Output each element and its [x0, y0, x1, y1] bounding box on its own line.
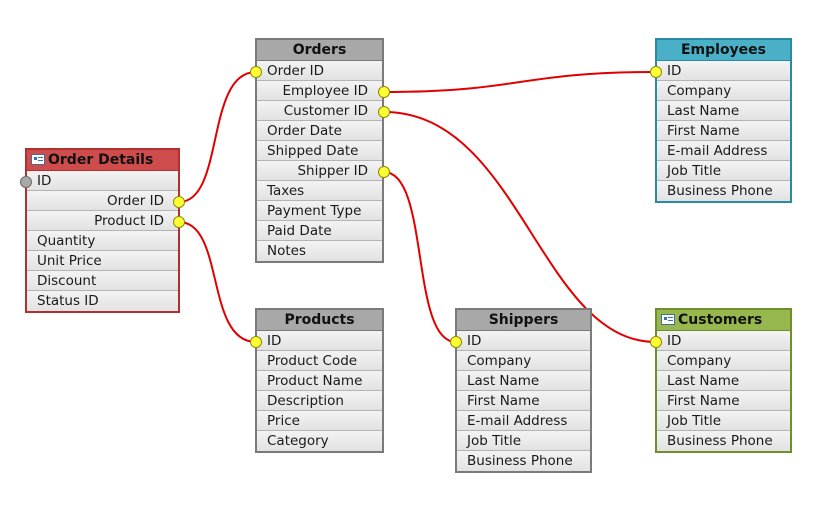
link-order-details-products[interactable] [178, 221, 257, 343]
link-orders-shippers[interactable] [383, 171, 457, 343]
link-orders-employees[interactable] [383, 71, 657, 93]
table-customers[interactable]: Customers ID Company Last Name First Nam… [655, 308, 792, 453]
field-row[interactable]: ID [657, 61, 790, 81]
table-order-details[interactable]: Order Details ID Order ID Product ID Qua… [25, 148, 180, 313]
table-header[interactable]: Order Details [27, 150, 178, 171]
table-title: Orders [292, 42, 347, 58]
field-row[interactable]: Business Phone [457, 451, 590, 471]
table-header[interactable]: Products [257, 310, 382, 331]
connector-employees-id[interactable] [650, 66, 662, 78]
field-row[interactable]: Order ID [27, 191, 178, 211]
field-row[interactable]: Product ID [27, 211, 178, 231]
connector-order-details-product-id[interactable] [173, 216, 185, 228]
field-row[interactable]: Discount [27, 271, 178, 291]
connector-orders-shipper-id[interactable] [378, 166, 390, 178]
field-row[interactable]: Job Title [657, 411, 790, 431]
field-row[interactable]: Job Title [657, 161, 790, 181]
field-row[interactable]: Paid Date [257, 221, 382, 241]
field-row[interactable]: Notes [257, 241, 382, 261]
field-row[interactable]: ID [457, 331, 590, 351]
field-row[interactable]: Company [657, 351, 790, 371]
field-row[interactable]: Shipper ID [257, 161, 382, 181]
field-row[interactable]: Product Name [257, 371, 382, 391]
field-row[interactable]: E-mail Address [457, 411, 590, 431]
table-icon [661, 314, 675, 325]
field-row[interactable]: ID [657, 331, 790, 351]
field-row[interactable]: Job Title [457, 431, 590, 451]
field-row[interactable]: E-mail Address [657, 141, 790, 161]
field-row[interactable]: Customer ID [257, 101, 382, 121]
field-row[interactable]: Quantity [27, 231, 178, 251]
table-employees[interactable]: Employees ID Company Last Name First Nam… [655, 38, 792, 203]
connector-customers-id[interactable] [650, 336, 662, 348]
field-row[interactable]: First Name [457, 391, 590, 411]
table-title: Customers [678, 312, 763, 328]
field-row[interactable]: Order Date [257, 121, 382, 141]
table-shippers[interactable]: Shippers ID Company Last Name First Name… [455, 308, 592, 473]
field-row[interactable]: ID [257, 331, 382, 351]
field-row[interactable]: Product Code [257, 351, 382, 371]
field-row[interactable]: ID [27, 171, 178, 191]
field-row[interactable]: Order ID [257, 61, 382, 81]
field-row[interactable]: Company [657, 81, 790, 101]
table-title: Shippers [488, 312, 559, 328]
field-row[interactable]: Unit Price [27, 251, 178, 271]
primary-key-connector[interactable] [20, 176, 32, 188]
field-row[interactable]: Last Name [657, 371, 790, 391]
table-title: Order Details [48, 152, 154, 168]
field-row[interactable]: Category [257, 431, 382, 451]
link-order-details-orders[interactable] [178, 71, 257, 203]
connector-orders-customer-id[interactable] [378, 106, 390, 118]
table-products[interactable]: Products ID Product Code Product Name De… [255, 308, 384, 453]
table-orders[interactable]: Orders Order ID Employee ID Customer ID … [255, 38, 384, 263]
field-row[interactable]: Shipped Date [257, 141, 382, 161]
table-title: Employees [680, 42, 767, 58]
table-header[interactable]: Customers [657, 310, 790, 331]
connector-orders-order-id[interactable] [250, 66, 262, 78]
connector-shippers-id[interactable] [450, 336, 462, 348]
field-row[interactable]: First Name [657, 391, 790, 411]
link-orders-customers[interactable] [383, 111, 657, 343]
table-title: Products [284, 312, 355, 328]
field-row[interactable]: First Name [657, 121, 790, 141]
field-row[interactable]: Last Name [457, 371, 590, 391]
field-row[interactable]: Taxes [257, 181, 382, 201]
connector-orders-employee-id[interactable] [378, 86, 390, 98]
field-row[interactable]: Last Name [657, 101, 790, 121]
field-row[interactable]: Employee ID [257, 81, 382, 101]
field-row[interactable]: Business Phone [657, 181, 790, 201]
connector-products-id[interactable] [250, 336, 262, 348]
field-row[interactable]: Business Phone [657, 431, 790, 451]
field-row[interactable]: Price [257, 411, 382, 431]
table-header[interactable]: Orders [257, 40, 382, 61]
table-header[interactable]: Employees [657, 40, 790, 61]
connector-order-details-order-id[interactable] [173, 196, 185, 208]
field-row[interactable]: Status ID [27, 291, 178, 311]
table-header[interactable]: Shippers [457, 310, 590, 331]
field-row[interactable]: Payment Type [257, 201, 382, 221]
field-row[interactable]: Description [257, 391, 382, 411]
field-row[interactable]: Company [457, 351, 590, 371]
table-icon [31, 154, 45, 165]
